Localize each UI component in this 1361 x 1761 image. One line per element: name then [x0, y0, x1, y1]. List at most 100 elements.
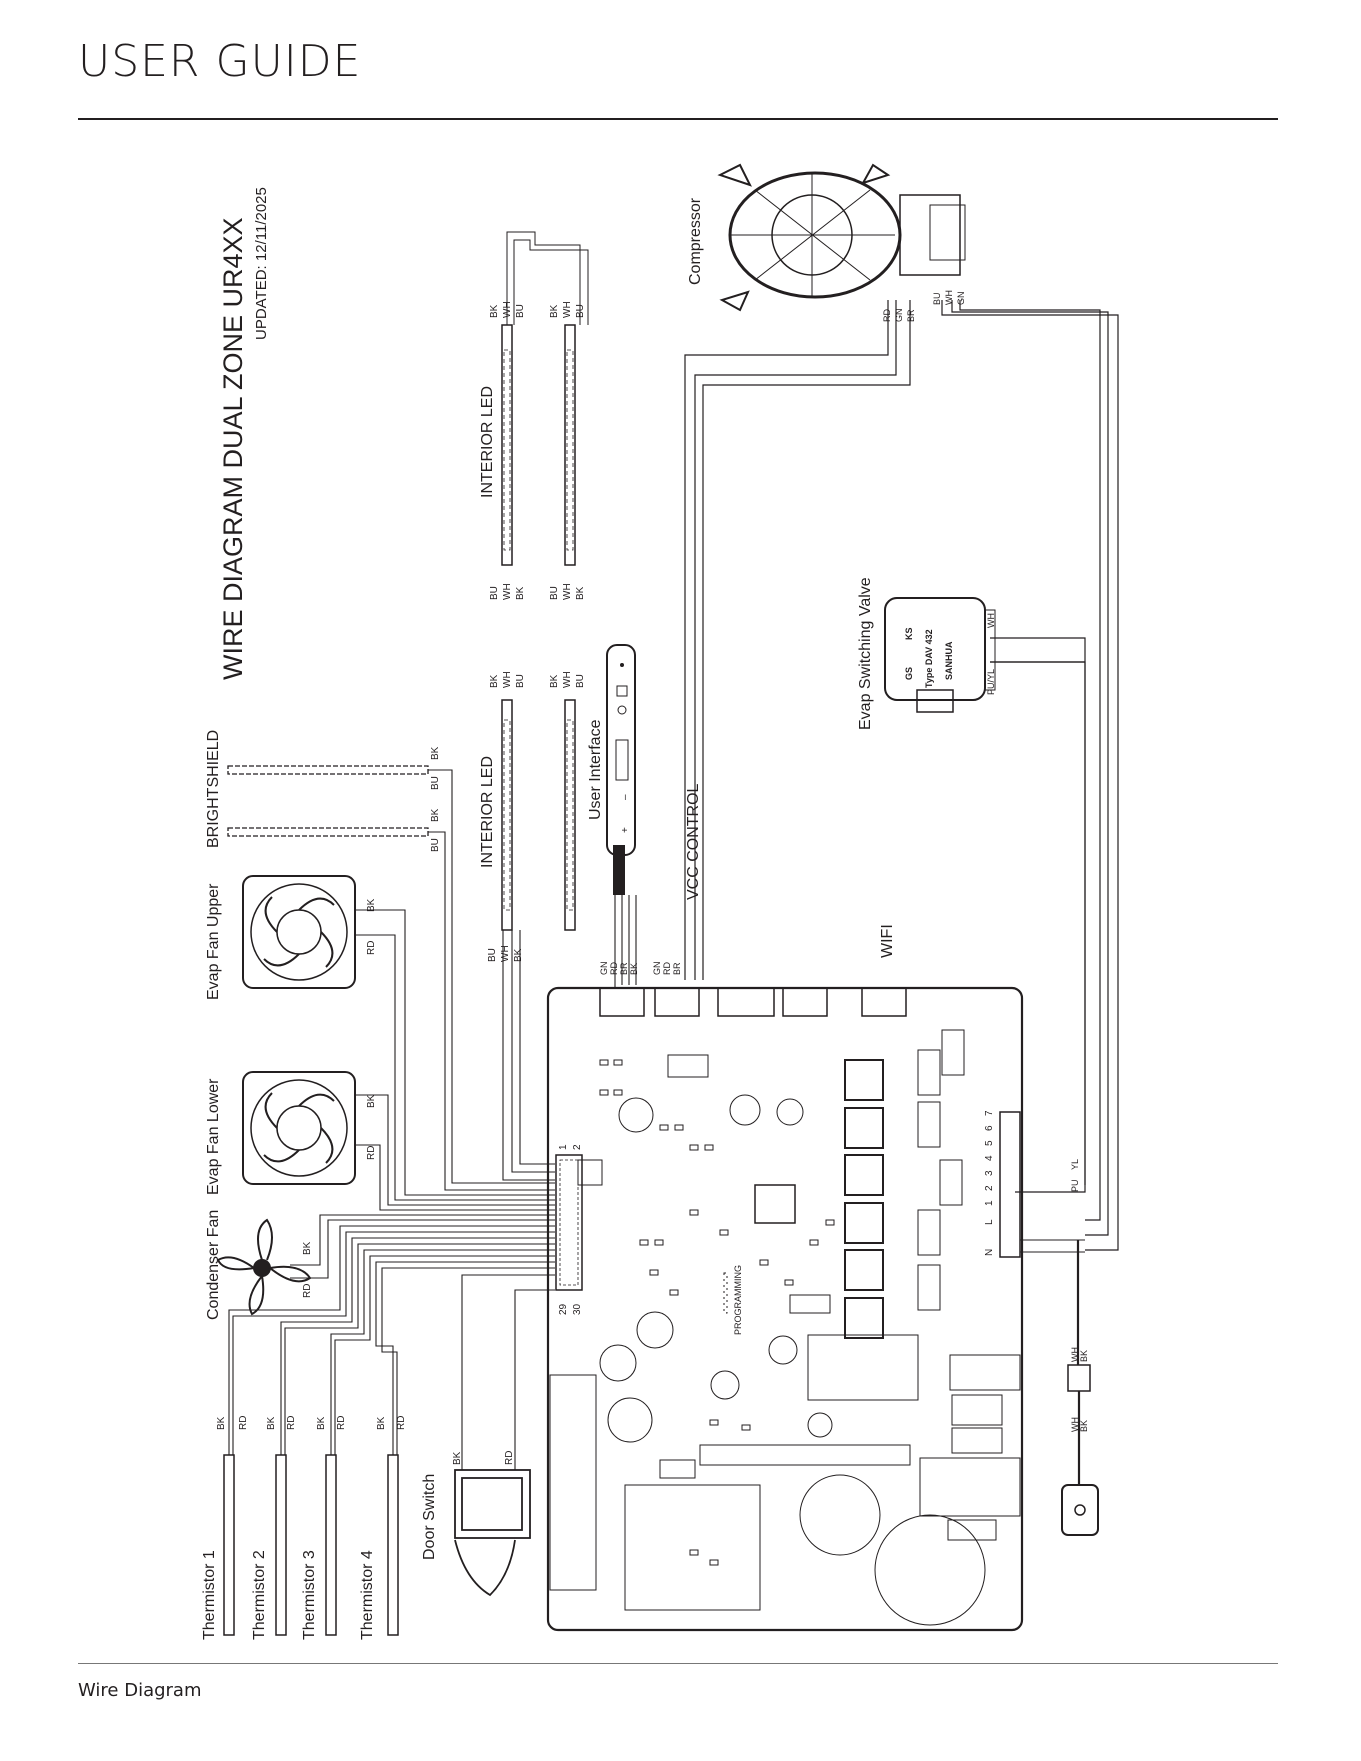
- led4-wire-wh: WH: [562, 583, 573, 600]
- pin-29-label: 29: [558, 1303, 569, 1315]
- control-board: [546, 986, 1024, 1632]
- th1-wire-bk: BK: [216, 1416, 227, 1430]
- valve-wiring: [990, 637, 1086, 1193]
- ui-wire-rd: RD: [609, 962, 619, 975]
- compressor-label: Compressor: [687, 197, 704, 285]
- condenser-fan: [216, 1218, 312, 1316]
- thermistor-2-label: Thermistor 2: [251, 1550, 268, 1640]
- thermistor-4-label: Thermistor 4: [359, 1550, 376, 1640]
- terminal-l-label: L: [984, 1219, 995, 1225]
- pin-30-label: 30: [572, 1303, 583, 1315]
- led6-wire-bk: BK: [549, 674, 560, 688]
- led4-wire-bu: BU: [549, 586, 560, 600]
- led1-wire-wh: WH: [502, 301, 513, 318]
- fan-up-wire-bk: BK: [366, 898, 377, 912]
- terminal-7-label: 7: [984, 1110, 995, 1116]
- evap-fan-upper: [242, 875, 356, 989]
- interior-led-label-top: INTERIOR LED: [479, 386, 496, 498]
- pin-1-label: 1: [558, 1144, 569, 1150]
- ui-wiring: [614, 895, 637, 985]
- bs-wire-bu2: BU: [430, 838, 441, 852]
- interior-led-upper: [501, 231, 589, 931]
- door-switch-label: Door Switch: [421, 1474, 438, 1560]
- ui-plus-button[interactable]: +: [620, 827, 631, 833]
- led1-wire-bk: BK: [489, 304, 500, 318]
- cord-wire-wh1: WH: [1070, 1347, 1080, 1362]
- fan-low-wire-bk: BK: [366, 1094, 377, 1108]
- led5-wire-bu: BU: [515, 674, 526, 688]
- ui-wire-bk: BK: [629, 963, 639, 975]
- compressor-wire-br: BR: [906, 309, 916, 322]
- led2-wire-bu: BU: [575, 304, 586, 318]
- diagram-updated: UPDATED: 12/11/2025: [253, 187, 270, 340]
- header-rule: [78, 118, 1278, 120]
- valve-text-sanhua: SANHUA: [944, 641, 954, 680]
- compressor-wire-gn: GN: [894, 309, 904, 323]
- evap-switching-valve: [884, 597, 996, 713]
- ds-wire-rd: RD: [504, 1451, 515, 1465]
- valve-wire-wh: WH: [986, 613, 996, 628]
- user-interface-label: User Interface: [587, 719, 604, 820]
- th3-wire-rd: RD: [336, 1416, 347, 1430]
- vcc-wire-rd: RD: [662, 962, 672, 975]
- valve-text-gs: GS: [904, 667, 914, 680]
- led3-wire-wh: WH: [502, 583, 513, 600]
- vcc-control-label: VCC CONTROL: [685, 783, 702, 900]
- vcc-wire-br: BR: [672, 962, 682, 975]
- led2-wire-bk: BK: [549, 304, 560, 318]
- th2-wire-rd: RD: [286, 1416, 297, 1430]
- led1-wire-bu: BU: [515, 304, 526, 318]
- cord-wire-bk2: BK: [1079, 1420, 1089, 1432]
- vcc-wire-gn: GN: [652, 962, 662, 976]
- th3-wire-bk: BK: [316, 1416, 327, 1430]
- led3-wire-bu: BU: [489, 586, 500, 600]
- wifi-label: WIFI: [879, 924, 896, 958]
- evap-fan-lower-label: Evap Fan Lower: [205, 1078, 222, 1195]
- th4-wire-bk: BK: [376, 1416, 387, 1430]
- bs-wire-bk1: BK: [430, 746, 441, 760]
- led-main-wire-bu: BU: [487, 948, 498, 962]
- door-switch-wiring: [461, 1274, 555, 1470]
- terminal-n-label: N: [984, 1249, 995, 1256]
- led-wiring: [502, 930, 555, 1181]
- power-cord: [1020, 1239, 1099, 1536]
- page-header-title: USER GUIDE: [78, 36, 362, 87]
- valve-text-type: Type DAV 432: [924, 629, 934, 688]
- thermistor-1-label: Thermistor 1: [201, 1550, 218, 1640]
- ui-wire-br: BR: [619, 962, 629, 975]
- valve-wire-puyl: PU/YL: [986, 669, 996, 695]
- led3-wire-bk: BK: [515, 586, 526, 600]
- led6-wire-bu: BU: [575, 674, 586, 688]
- condenser-fan-label: Condenser Fan: [205, 1210, 222, 1320]
- brightshield-label: BRIGHTSHIELD: [205, 730, 222, 848]
- terminal-6-label: 6: [984, 1125, 995, 1131]
- led-main-wire-bk: BK: [513, 948, 524, 962]
- footer-rule: [78, 1663, 1278, 1664]
- terminal-4-label: 4: [984, 1155, 995, 1161]
- th2-wire-bk: BK: [266, 1416, 277, 1430]
- fan-wiring: [355, 909, 555, 1211]
- cord-wire-bk1: BK: [1079, 1350, 1089, 1362]
- compressor-wire-wh: WH: [944, 290, 954, 305]
- fan-up-wire-rd: RD: [366, 941, 377, 955]
- term-wire-pu: PU: [1070, 1179, 1080, 1192]
- valve-text-ks: KS: [904, 627, 914, 640]
- cf-wire-rd: RD: [302, 1284, 313, 1298]
- condenser-fan-wiring: [290, 1214, 555, 1279]
- evap-fan-upper-label: Evap Fan Upper: [205, 883, 222, 1000]
- terminal-2-label: 2: [984, 1185, 995, 1191]
- led5-wire-bk: BK: [489, 674, 500, 688]
- pin-2-label: 2: [572, 1144, 583, 1150]
- fan-low-wire-rd: RD: [366, 1146, 377, 1160]
- compressor-wire-gn2: GN: [956, 292, 966, 306]
- led-diodes: [503, 349, 574, 911]
- th4-wire-rd: RD: [396, 1416, 407, 1430]
- ui-minus-button[interactable]: –: [620, 794, 631, 800]
- compressor-wire-bu: BU: [932, 292, 942, 305]
- compressor-wiring: [684, 300, 1119, 1251]
- thermistor-wiring: [228, 1225, 555, 1455]
- led4-wire-bk: BK: [575, 586, 586, 600]
- led-main-wire-wh: WH: [500, 945, 511, 962]
- programming-label: PROGRAMMING: [733, 1265, 743, 1335]
